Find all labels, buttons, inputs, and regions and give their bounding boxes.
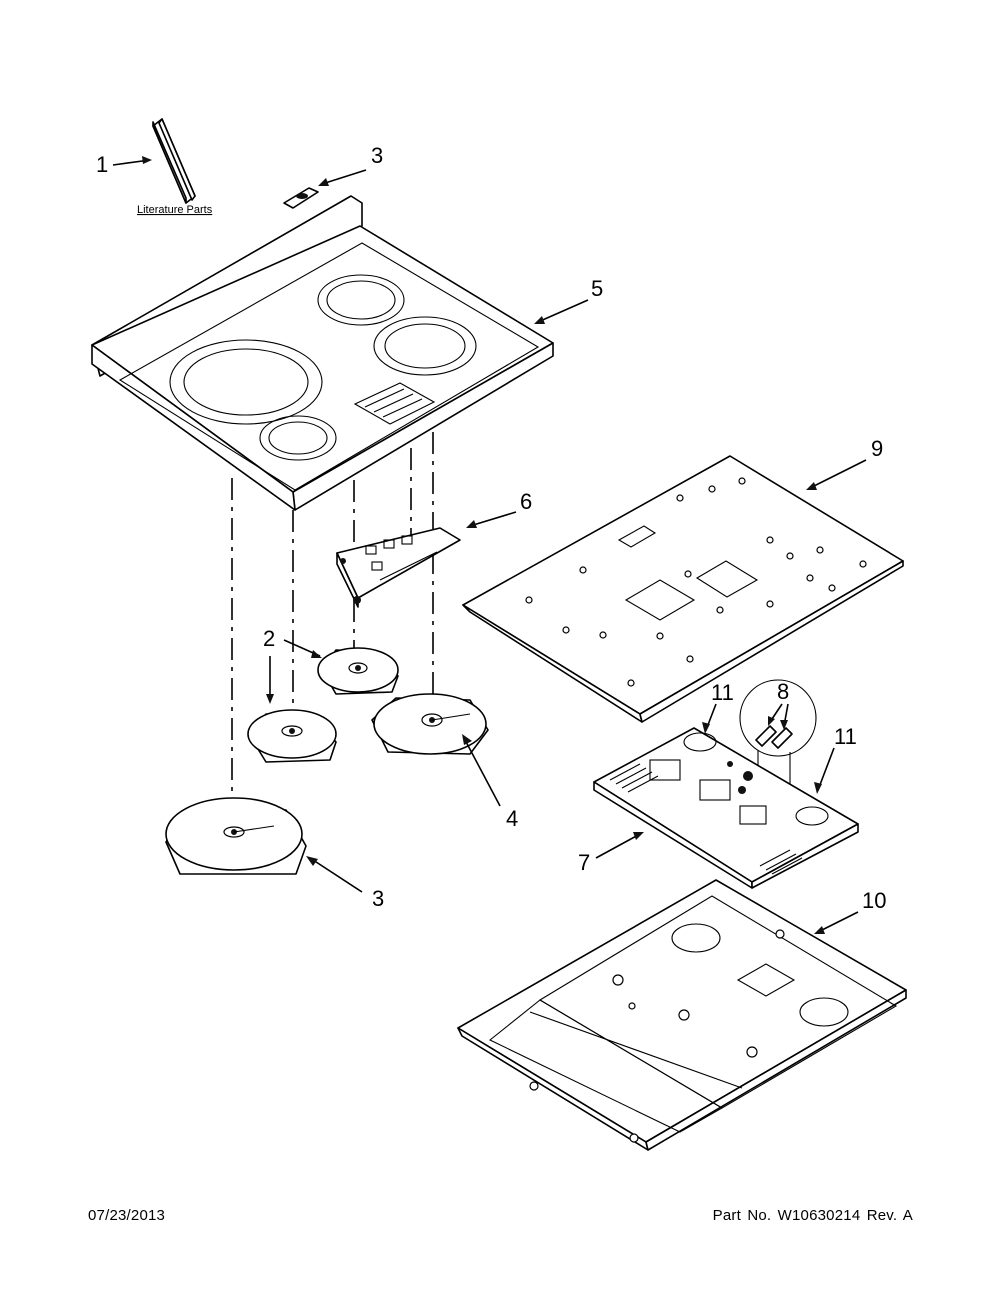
callout-6: 6 <box>520 489 532 514</box>
heat-shield <box>462 455 904 723</box>
callout-10: 10 <box>862 888 886 913</box>
literature-parts-booklet <box>152 118 196 204</box>
callout-1: 1 <box>96 152 108 177</box>
cooktop-glass <box>91 195 554 511</box>
medium-element <box>371 693 489 755</box>
large-element <box>165 797 307 875</box>
callout-3-top: 3 <box>371 143 383 168</box>
callout-2: 2 <box>263 626 275 651</box>
small-element-upper <box>317 647 399 695</box>
footer-part-number: Part No. W10630214 Rev. A <box>712 1207 913 1224</box>
callout-4: 4 <box>506 806 518 831</box>
callout-8: 8 <box>777 679 789 704</box>
small-element-lower <box>247 709 337 763</box>
callout-5: 5 <box>591 276 603 301</box>
callout-11-right: 11 <box>834 724 857 749</box>
clip-part <box>283 187 319 209</box>
power-board <box>593 727 859 889</box>
callout-7: 7 <box>578 850 590 875</box>
control-board <box>336 527 461 608</box>
callout-11-left: 11 <box>711 680 734 705</box>
bottom-pan <box>457 879 907 1151</box>
footer-date: 07/23/2013 <box>88 1207 166 1224</box>
callout-9: 9 <box>871 436 883 461</box>
literature-parts-label: Literature Parts <box>137 204 213 216</box>
callout-3-bottom: 3 <box>372 886 384 911</box>
